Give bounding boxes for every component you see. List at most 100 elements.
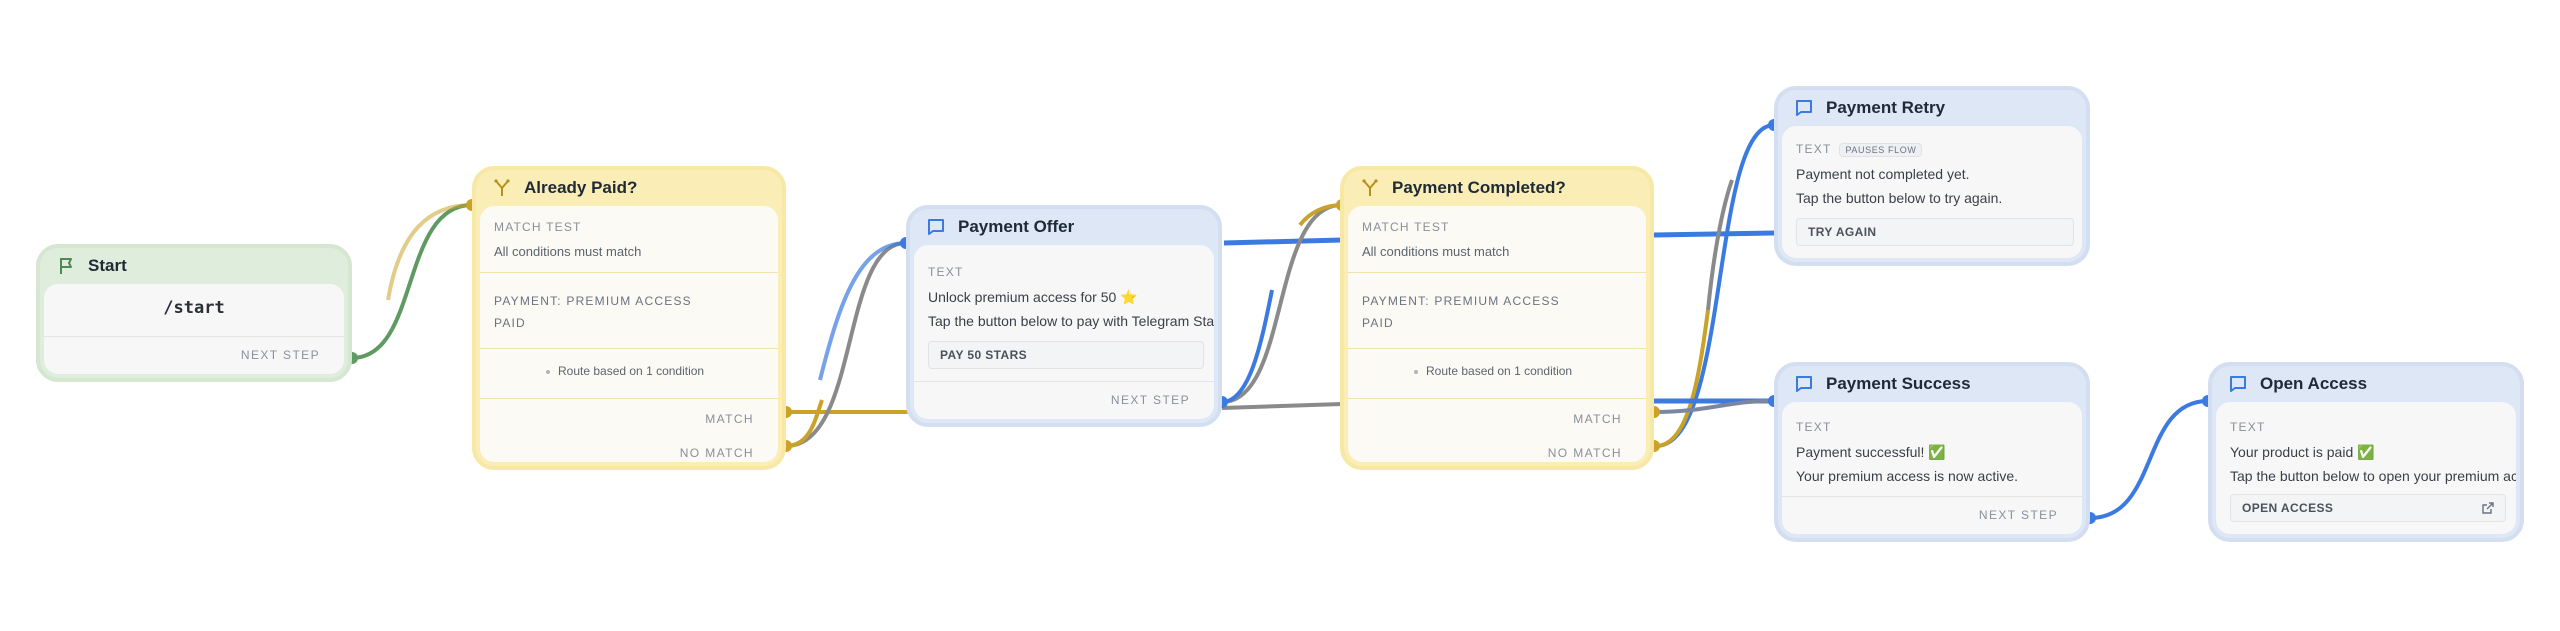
- node-payment-success[interactable]: Payment Success TEXT Payment successful!…: [1774, 362, 2090, 542]
- divider: [480, 348, 778, 349]
- edge-completed-to-retry: [1653, 230, 1775, 238]
- node-title: Open Access: [2260, 374, 2368, 393]
- message-icon: [1794, 98, 1814, 118]
- node-title: Payment Offer: [958, 217, 1075, 236]
- match-description: All conditions must match: [1362, 244, 1510, 259]
- message-line-2: Tap the button below to pay with Telegra…: [928, 313, 1214, 329]
- node-payment-offer-header: Payment Offer: [910, 209, 1218, 245]
- match-test-label: MATCH TEST: [1362, 220, 1450, 234]
- next-step-label: NEXT STEP: [1978, 508, 2058, 522]
- message-type-row: TEXT PAUSES FLOW: [1796, 142, 1923, 157]
- message-line-2: Tap the button below to open your premiu…: [2230, 468, 2516, 484]
- edge-already-paid-no-match: [785, 241, 907, 448]
- start-command: /start: [163, 298, 225, 318]
- node-payment-offer-body: TEXT Unlock premium access for 50 ⭐ Tap …: [914, 245, 1214, 419]
- message-line-2: Your premium access is now active.: [1796, 468, 2019, 484]
- node-payment-success-body: TEXT Payment successful! ✅ Your premium …: [1782, 402, 2082, 534]
- node-title: Payment Success: [1826, 374, 1971, 393]
- button-label: OPEN ACCESS: [2242, 501, 2334, 515]
- edge-completed-match-gray: [1653, 398, 1775, 414]
- output-no-match-label: NO MATCH: [1547, 446, 1622, 460]
- dot-icon: [1414, 369, 1418, 374]
- edge-offer-next: [1221, 203, 1343, 404]
- edge-start-to-already-paid-tail: [386, 203, 473, 301]
- match-description: All conditions must match: [494, 244, 642, 259]
- node-title: Start: [88, 256, 127, 275]
- output-match-label: MATCH: [705, 412, 754, 426]
- node-open-access[interactable]: Open Access TEXT Your product is paid ✅ …: [2208, 362, 2524, 542]
- divider: [1348, 348, 1646, 349]
- edge-completed-no-match-gray: [1706, 179, 1734, 311]
- divider: [1348, 398, 1646, 399]
- node-title: Already Paid?: [524, 178, 638, 197]
- message-line-1: Payment not completed yet.: [1796, 166, 1970, 182]
- node-payment-completed-body: MATCH TEST All conditions must match PAY…: [1348, 206, 1646, 462]
- next-step-label: NEXT STEP: [240, 348, 320, 362]
- next-step-label: NEXT STEP: [1110, 393, 1190, 407]
- button-label: TRY AGAIN: [1808, 225, 1877, 239]
- node-already-paid-header: Already Paid?: [476, 170, 782, 206]
- message-line-1: Your product is paid ✅: [2230, 444, 2375, 460]
- edge-success-to-open: [2089, 399, 2209, 520]
- node-open-access-body: TEXT Your product is paid ✅ Tap the butt…: [2216, 402, 2516, 534]
- node-payment-completed[interactable]: Payment Completed? MATCH TEST All condit…: [1340, 166, 1654, 470]
- pauses-flow-badge: PAUSES FLOW: [1839, 142, 1923, 157]
- divider: [480, 398, 778, 399]
- message-type-label: TEXT: [1796, 420, 1832, 434]
- edge-offer-top: [1223, 237, 1343, 246]
- divider: [1782, 496, 2082, 497]
- match-test-label: MATCH TEST: [494, 220, 582, 234]
- node-payment-success-header: Payment Success: [1778, 366, 2086, 402]
- edge-offer-bottom: [1221, 402, 1343, 410]
- node-start-body: /start NEXT STEP: [44, 284, 344, 374]
- divider: [1348, 272, 1646, 273]
- message-line-1: Unlock premium access for 50 ⭐: [928, 289, 1138, 305]
- branch-icon: [492, 178, 512, 198]
- node-title: Payment Retry: [1826, 98, 1946, 117]
- node-payment-retry-header: Payment Retry: [1778, 90, 2086, 126]
- edge-start-to-already-paid: [351, 203, 473, 360]
- node-start[interactable]: Start /start NEXT STEP: [36, 244, 352, 382]
- message-type-label: TEXT: [928, 265, 964, 279]
- edge-offer-next-blue: [1221, 289, 1274, 404]
- node-payment-retry-body: TEXT PAUSES FLOW Payment not completed ye…: [1782, 126, 2082, 258]
- condition-line-1: PAYMENT: PREMIUM ACCESS: [1362, 294, 1560, 308]
- condition-line-2: PAID: [1362, 316, 1394, 330]
- node-payment-offer[interactable]: Payment Offer TEXT Unlock premium access…: [906, 205, 1222, 427]
- pay-stars-button[interactable]: PAY 50 STARS: [928, 341, 1204, 369]
- open-access-button[interactable]: OPEN ACCESS: [2230, 494, 2506, 522]
- divider: [914, 381, 1214, 382]
- output-no-match-label: NO MATCH: [679, 446, 754, 460]
- dot-icon: [546, 369, 550, 374]
- condition-line-1: PAYMENT: PREMIUM ACCESS: [494, 294, 692, 308]
- button-label: PAY 50 STARS: [940, 348, 1028, 362]
- try-again-button[interactable]: TRY AGAIN: [1796, 218, 2074, 246]
- flag-icon: [56, 256, 76, 276]
- node-title: Payment Completed?: [1392, 178, 1566, 197]
- node-already-paid[interactable]: Already Paid? MATCH TEST All conditions …: [472, 166, 786, 470]
- message-icon: [1794, 374, 1814, 394]
- divider: [480, 272, 778, 273]
- output-match-label: MATCH: [1573, 412, 1622, 426]
- message-type-label: TEXT: [1796, 142, 1832, 156]
- edge-offer-next-gold: [1298, 203, 1343, 227]
- message-icon: [926, 217, 946, 237]
- edge-completed-no-match: [1655, 123, 1775, 448]
- node-payment-completed-header: Payment Completed?: [1344, 170, 1650, 206]
- node-already-paid-body: MATCH TEST All conditions must match PAY…: [480, 206, 778, 462]
- route-description: Route based on 1 condition: [1414, 364, 1572, 378]
- condition-line-2: PAID: [494, 316, 526, 330]
- route-text: Route based on 1 condition: [558, 364, 705, 378]
- message-line-2: Tap the button below to try again.: [1796, 190, 2003, 206]
- branch-icon: [1360, 178, 1380, 198]
- message-type-label: TEXT: [2230, 420, 2266, 434]
- node-payment-retry[interactable]: Payment Retry TEXT PAUSES FLOW Payment no…: [1774, 86, 2090, 266]
- message-icon: [2228, 374, 2248, 394]
- node-open-access-header: Open Access: [2212, 366, 2520, 402]
- edge-no-match-blue: [818, 241, 907, 381]
- route-text: Route based on 1 condition: [1426, 364, 1573, 378]
- divider: [44, 336, 344, 337]
- node-start-header: Start: [40, 248, 348, 284]
- message-line-1: Payment successful! ✅: [1796, 444, 1946, 460]
